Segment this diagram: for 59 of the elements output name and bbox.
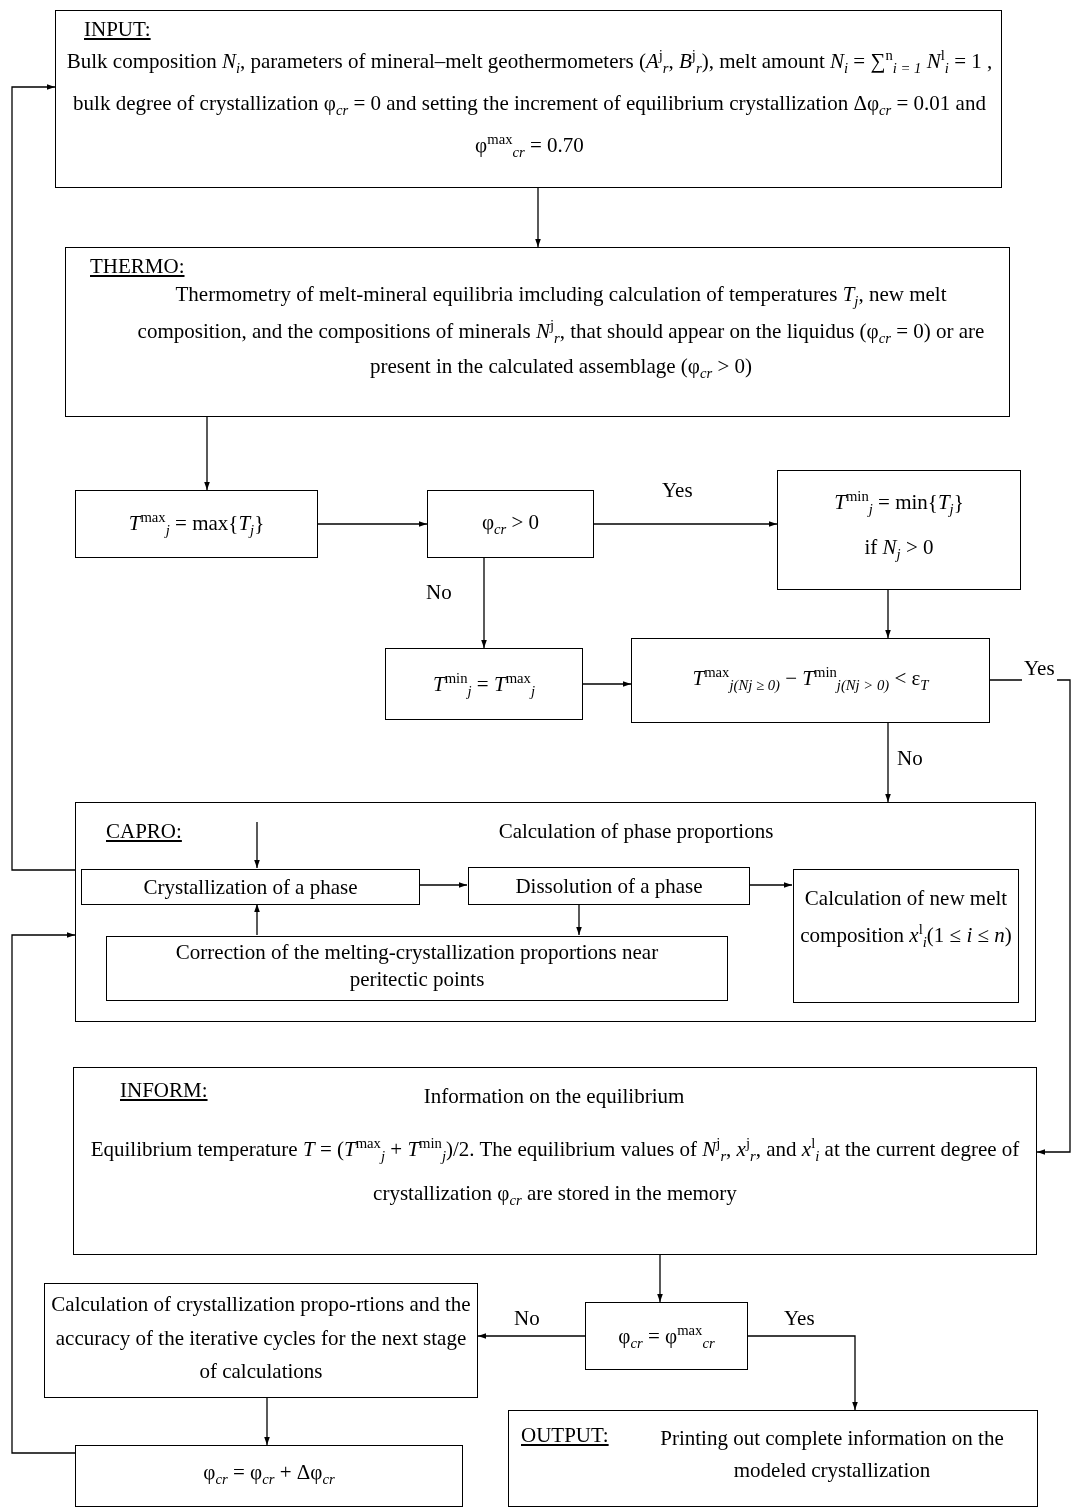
process-box	[65, 247, 1010, 417]
process-box	[793, 869, 1019, 1003]
process-box	[75, 490, 318, 558]
box-text: Crystallization of a phase	[142, 874, 359, 901]
process-box	[631, 638, 990, 723]
box-text: Dissolution of a phase	[514, 873, 704, 900]
arrow	[748, 882, 793, 888]
process-box	[385, 648, 583, 720]
module-heading: CAPRO:	[106, 818, 182, 845]
process-box	[81, 869, 420, 905]
arrow	[418, 882, 468, 888]
arrow	[477, 1333, 586, 1339]
process-box	[585, 1302, 748, 1370]
box-text: T$^{max}$$_{j(Nj ≥ 0)}$ − T$^{min}$$_{j(Nj > 0)}$ < ε$_{T}$	[691, 663, 931, 696]
arrow	[204, 416, 210, 491]
arrow	[885, 589, 891, 639]
arrow	[264, 1397, 270, 1446]
arrow	[576, 903, 582, 936]
module-heading: OUTPUT:	[521, 1422, 609, 1449]
process-box	[468, 867, 750, 905]
box-text: T$^{max}$$_{j}$ = max{T$_{j}$}	[127, 508, 266, 541]
box-text: φ$_{cr}$ > 0	[480, 509, 541, 540]
box-text: Printing out complete information on the modeled crystallization	[659, 1425, 1005, 1484]
process-box	[75, 1445, 463, 1507]
box-text: Calculation of phase proportions	[497, 818, 775, 845]
process-box	[55, 10, 1002, 188]
box-text: Correction of the melting-crystallization proportions near peritectic points	[174, 939, 660, 994]
arrow	[254, 903, 260, 936]
module-heading: INPUT:	[84, 16, 151, 43]
box-text: if N$_{j}$ > 0	[863, 534, 935, 565]
module-heading: THERMO:	[90, 253, 185, 280]
arrow	[254, 821, 260, 869]
arrow	[11, 932, 76, 1454]
process-box	[75, 802, 1036, 1022]
box-text: Thermometry of melt-mineral equilibria imcluding calculation of temperatures T$_{j}$, new melt composition, and the compositions of minerals N$^{j}$$_{r}$, that should appear on the liquidus (φ$_{cr}$ = 0) or are present in the calculated assemblage (φ$_{cr}$ > 0)	[136, 281, 986, 384]
box-text: φ$_{cr}$ = φ$_{cr}$ + Δφ$_{cr}$	[202, 1459, 336, 1490]
box-text: Calculation of new melt composition x$^{l}$$_{i}$(1 ≤ i ≤ n)	[799, 885, 1013, 952]
box-text: Equilibrium temperature T = (T$^{max}$$_{j}$ + T$^{min}$$_{j}$)/2. The equilibrium values of N$^{j}$$_{r}$, x$^{j}$$_{r}$, and x$^{l}$$_{i}$ at the current degree of crystallization φ$_{cr}$ are stored in the memory	[89, 1134, 1021, 1210]
arrow	[582, 681, 632, 687]
arrow	[593, 521, 778, 527]
arrow	[657, 1254, 663, 1303]
box-text: Calculation of crystallization propo-rtions and the accuracy of the iterative cycles for the next stage of calculations	[50, 1291, 472, 1386]
box-text: Information on the equilibrium	[422, 1083, 686, 1110]
module-heading: INFORM:	[120, 1077, 208, 1104]
arrow	[535, 187, 541, 248]
box-text: Bulk composition N$_{i}$, parameters of mineral–melt geothermometers (A$^{j}$$_{r}$, B$^{j}$$_{r}$), melt amount N$_{i}$ = ∑$^{n}$$_{i = 1}$ N$^{l}$$_{i}$ = 1 , bulk degree of crystallization φ$_{cr}$ = 0 and setting the increment of equilibrium crystallization Δφ$_{cr}$ = 0.01 and φ$^{max}$$_{cr}$ = 0.70	[66, 46, 993, 162]
arrow	[481, 557, 487, 649]
arrow	[11, 84, 76, 871]
box-text: T$^{min}$$_{j}$ = min{T$_{j}$}	[833, 487, 965, 520]
process-box	[427, 490, 594, 558]
arrow	[885, 722, 891, 803]
process-box	[777, 470, 1021, 590]
process-box	[73, 1067, 1037, 1255]
arrow	[747, 1335, 858, 1411]
process-box	[106, 936, 728, 1001]
arrow	[317, 521, 428, 527]
process-box	[508, 1410, 1038, 1507]
process-box	[44, 1283, 478, 1398]
arrow	[989, 679, 1071, 1155]
